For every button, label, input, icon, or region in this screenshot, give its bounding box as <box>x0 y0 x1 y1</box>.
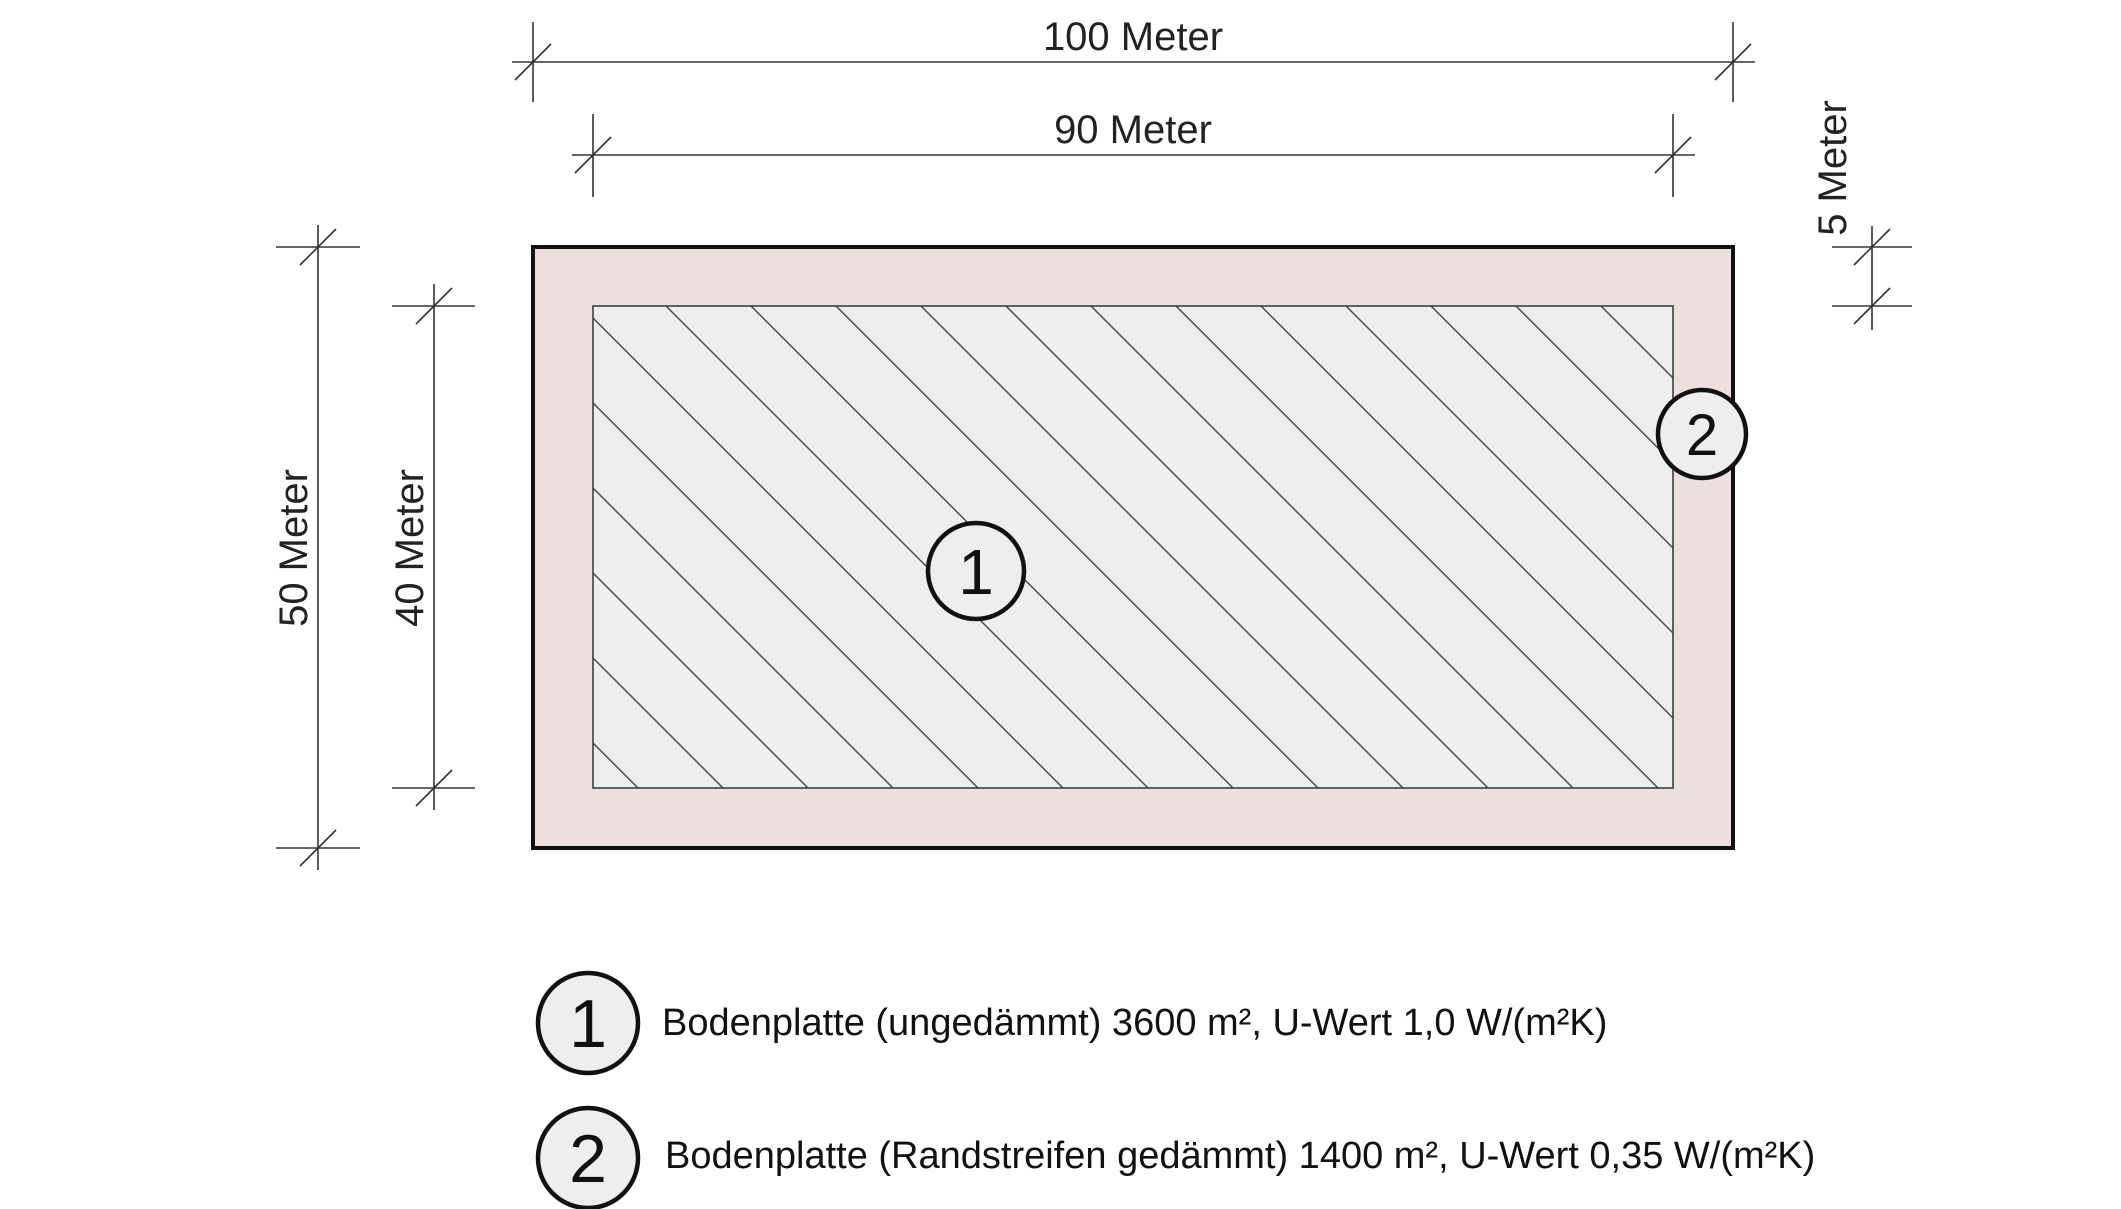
hatch-line <box>1430 306 1673 549</box>
dimension-edge-strip: 5 Meter <box>1811 100 1912 330</box>
marker-inner-slab: 1 <box>925 520 1027 622</box>
marker-inner-slab-number: 1 <box>958 536 994 608</box>
hatch-line <box>1005 306 1489 788</box>
hatch-line <box>593 487 894 788</box>
hatch-line <box>593 657 724 788</box>
inner-slab-hatching <box>593 306 2121 788</box>
dimension-inner-width: 90 Meter <box>572 108 1695 197</box>
dimension-total-width-label: 100 Meter <box>1043 15 1223 59</box>
hatch-line <box>920 306 1404 788</box>
legend-item-inner-slab: 1 Bodenplatte (ungedämmt) 3600 m², U-Wer… <box>535 970 1607 1076</box>
hatch-line <box>593 317 1064 788</box>
dimension-total-height: 50 Meter <box>272 225 360 870</box>
legend-item-inner-slab-text: Bodenplatte (ungedämmt) 3600 m², U-Wert … <box>662 1002 1607 1044</box>
hatch-line <box>593 402 979 788</box>
inner-slab-area <box>592 305 1674 789</box>
dimension-inner-height: 40 Meter <box>388 284 475 810</box>
legend-item-edge-strip: 2 Bodenplatte (Randstreifen gedämmt) 140… <box>535 1105 1815 1209</box>
hatch-line <box>835 306 1319 788</box>
hatch-line <box>665 306 1149 788</box>
dimension-total-width: 100 Meter <box>512 15 1755 102</box>
hatch-line <box>1175 306 1659 788</box>
legend: 1 Bodenplatte (ungedämmt) 3600 m², U-Wer… <box>535 970 1815 1209</box>
hatch-line <box>593 572 809 788</box>
dimension-inner-height-label: 40 Meter <box>388 469 432 627</box>
legend-item-edge-strip-number: 2 <box>569 1121 607 1197</box>
dimension-total-height-label: 50 Meter <box>272 469 316 627</box>
hatch-line <box>1090 306 1574 788</box>
legend-item-edge-strip-text: Bodenplatte (Randstreifen gedämmt) 1400 … <box>665 1135 1815 1177</box>
hatch-line <box>1345 306 1673 634</box>
marker-edge-strip: 2 <box>1655 387 1749 481</box>
legend-item-inner-slab-number: 1 <box>569 986 607 1062</box>
hatch-line <box>1260 306 1673 719</box>
dimension-edge-strip-label: 5 Meter <box>1811 100 1855 236</box>
marker-edge-strip-number: 2 <box>1686 403 1718 468</box>
dimension-inner-width-label: 90 Meter <box>1054 108 1212 152</box>
hatch-line <box>1686 306 2121 788</box>
hatch-line <box>1515 306 1673 464</box>
